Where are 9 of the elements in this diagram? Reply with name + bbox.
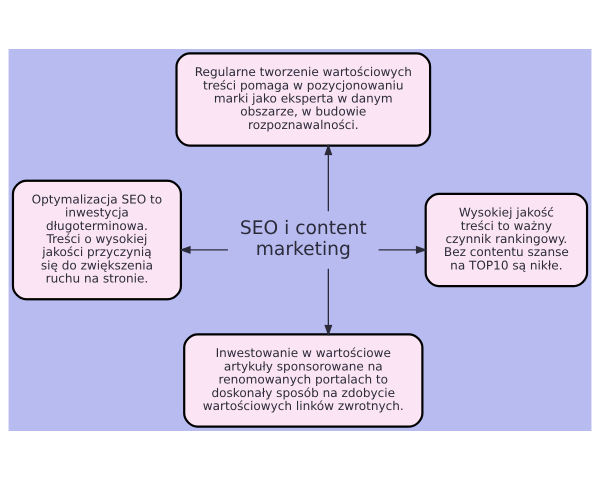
node-text: SEO i content marketing	[240, 218, 367, 260]
arrow	[324, 144, 332, 212]
arrow	[378, 246, 428, 254]
node-box: Inwestowanie w wartościowe artykuły sponsorowane na renomowanych portalach to doskonały sposób na zdobycie wartościowych linków zwrotnych.	[183, 333, 424, 428]
arrow	[179, 246, 228, 254]
arrow	[324, 268, 332, 336]
node-box: Wysokiej jakość treści to ważny czynnik rankingowy. Bez contentu szanse na TOP10 są nikłe.	[424, 192, 588, 288]
node-box: Regularne tworzenie wartościowych treści pomaga w pozycjonowaniu marki jako eksperta w danym obszarze, w budowie rozpoznawalności.	[175, 52, 432, 147]
node-box: Optymalizacja SEO to inwestycja długoterminowa. Treści o wysokiej jakości przyczynią się do zwiększenia ruchu na stronie.	[12, 180, 182, 300]
